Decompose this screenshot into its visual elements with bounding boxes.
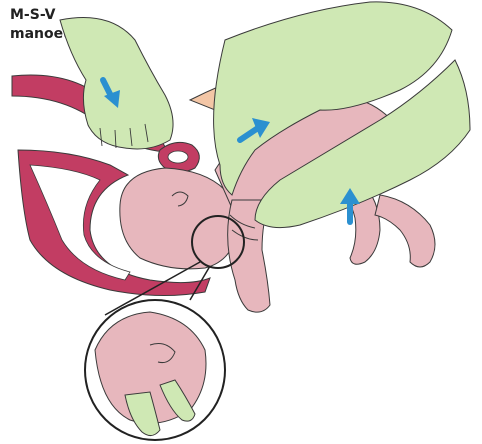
baby-head — [120, 168, 236, 269]
zoomed-detail — [85, 300, 225, 440]
uterine-ring-hole — [168, 151, 188, 163]
baby-foot-right — [375, 195, 435, 267]
